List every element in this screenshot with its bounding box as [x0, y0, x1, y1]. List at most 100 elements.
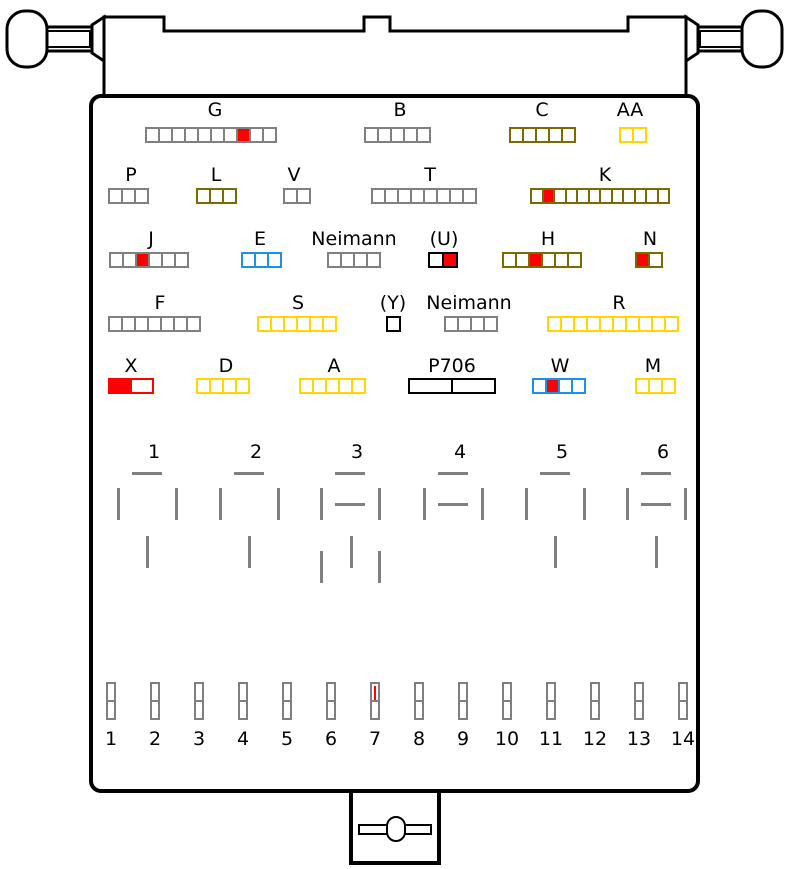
- connector-pin: [174, 252, 189, 268]
- connector-pin: [656, 188, 670, 204]
- fuse-slot-3[interactable]: [194, 682, 204, 720]
- connector-s[interactable]: [257, 316, 337, 332]
- connector-label: E: [253, 228, 267, 250]
- connector-d[interactable]: [196, 378, 250, 394]
- fuse-number: 13: [626, 728, 652, 750]
- fuse-slot-1[interactable]: [106, 682, 116, 720]
- connector-l[interactable]: [196, 188, 237, 204]
- fuse-indicator: [374, 686, 376, 700]
- relay-terminal: [525, 488, 528, 520]
- fuse-slot-2[interactable]: [150, 682, 160, 720]
- connector-c[interactable]: [509, 127, 576, 143]
- fuse-divider: [460, 700, 466, 702]
- fuse-number: 9: [456, 728, 470, 750]
- relay-number: 4: [453, 441, 467, 463]
- fuse-slot-14[interactable]: [678, 682, 688, 720]
- relay-number: 2: [249, 441, 263, 463]
- fuse-number: 2: [148, 728, 162, 750]
- fuse-divider: [328, 700, 334, 702]
- fuse-slot-12[interactable]: [590, 682, 600, 720]
- right-mount-clip: [684, 14, 700, 64]
- relay-terminal: [234, 472, 264, 475]
- connector-pin: [134, 188, 149, 204]
- connector-g[interactable]: [145, 127, 277, 143]
- relay-terminal: [626, 488, 629, 520]
- left-mount-clip: [90, 14, 106, 64]
- connector-y[interactable]: [386, 316, 401, 332]
- relay-terminal: [438, 503, 468, 506]
- connector-pin: [222, 188, 237, 204]
- connector-label: Neimann: [311, 228, 397, 250]
- connector-neimann[interactable]: [327, 252, 381, 268]
- fuse-slot-4[interactable]: [238, 682, 248, 720]
- fuse-slot-8[interactable]: [414, 682, 424, 720]
- connector-p[interactable]: [108, 188, 149, 204]
- connector-pin: [561, 127, 576, 143]
- connector-k[interactable]: [530, 188, 670, 204]
- connector-label: D: [218, 355, 234, 377]
- relay-terminal: [481, 488, 484, 520]
- fuse-divider: [152, 700, 158, 702]
- connector-label: (U): [429, 228, 459, 250]
- left-mount-knob: [5, 9, 49, 69]
- connector-t[interactable]: [371, 188, 477, 204]
- connector-pin: [416, 127, 431, 143]
- relay-terminal: [641, 472, 671, 475]
- fuse-number: 14: [670, 728, 696, 750]
- connector-u[interactable]: [428, 252, 458, 268]
- connector-pin: [351, 378, 366, 394]
- relay-terminal: [438, 472, 468, 475]
- fuse-divider: [372, 700, 378, 702]
- connector-label: L: [210, 164, 222, 186]
- connector-label: AA: [616, 99, 644, 121]
- connector-m[interactable]: [635, 378, 676, 394]
- connector-a[interactable]: [299, 378, 366, 394]
- connector-x[interactable]: [108, 378, 154, 394]
- fuse-number: 8: [412, 728, 426, 750]
- fuse-slot-13[interactable]: [634, 682, 644, 720]
- fuse-number: 5: [280, 728, 294, 750]
- relay-terminal: [335, 472, 365, 475]
- top-cover: [102, 15, 688, 96]
- connector-pin: [442, 252, 458, 268]
- connector-pin: [386, 316, 401, 332]
- connector-pin: [462, 188, 477, 204]
- relay-terminal: [423, 488, 426, 520]
- connector-b[interactable]: [364, 127, 431, 143]
- fuse-number: 3: [192, 728, 206, 750]
- relay-terminal: [655, 536, 658, 568]
- connector-label: R: [612, 292, 626, 314]
- relay-terminal: [117, 488, 120, 520]
- fuse-slot-11[interactable]: [546, 682, 556, 720]
- connector-h[interactable]: [502, 252, 582, 268]
- connector-label: V: [287, 164, 301, 186]
- connector-v[interactable]: [283, 188, 311, 204]
- connector-label: H: [540, 228, 556, 250]
- relay-terminal: [378, 488, 381, 520]
- connector-label: P: [125, 164, 137, 186]
- fuse-divider: [592, 700, 598, 702]
- fuse-slot-7[interactable]: [370, 682, 380, 720]
- bottom-tab-knob: [386, 816, 406, 842]
- connector-j[interactable]: [109, 252, 189, 268]
- connector-n[interactable]: [635, 252, 663, 268]
- fuse-number: 4: [236, 728, 250, 750]
- connector-w[interactable]: [532, 378, 586, 394]
- connector-label: W: [550, 355, 570, 377]
- fuse-divider: [240, 700, 246, 702]
- fuse-slot-6[interactable]: [326, 682, 336, 720]
- connector-aa[interactable]: [619, 127, 647, 143]
- connector-f[interactable]: [108, 316, 201, 332]
- fuse-slot-10[interactable]: [502, 682, 512, 720]
- connector-label: Neimann: [426, 292, 512, 314]
- fuse-slot-5[interactable]: [282, 682, 292, 720]
- connector-label: S: [291, 292, 305, 314]
- fuse-slot-9[interactable]: [458, 682, 468, 720]
- connector-p706[interactable]: [408, 378, 496, 394]
- connector-neimann[interactable]: [444, 316, 498, 332]
- connector-r[interactable]: [547, 316, 679, 332]
- connector-e[interactable]: [241, 252, 282, 268]
- fuse-divider: [636, 700, 642, 702]
- relay-terminal: [583, 488, 586, 520]
